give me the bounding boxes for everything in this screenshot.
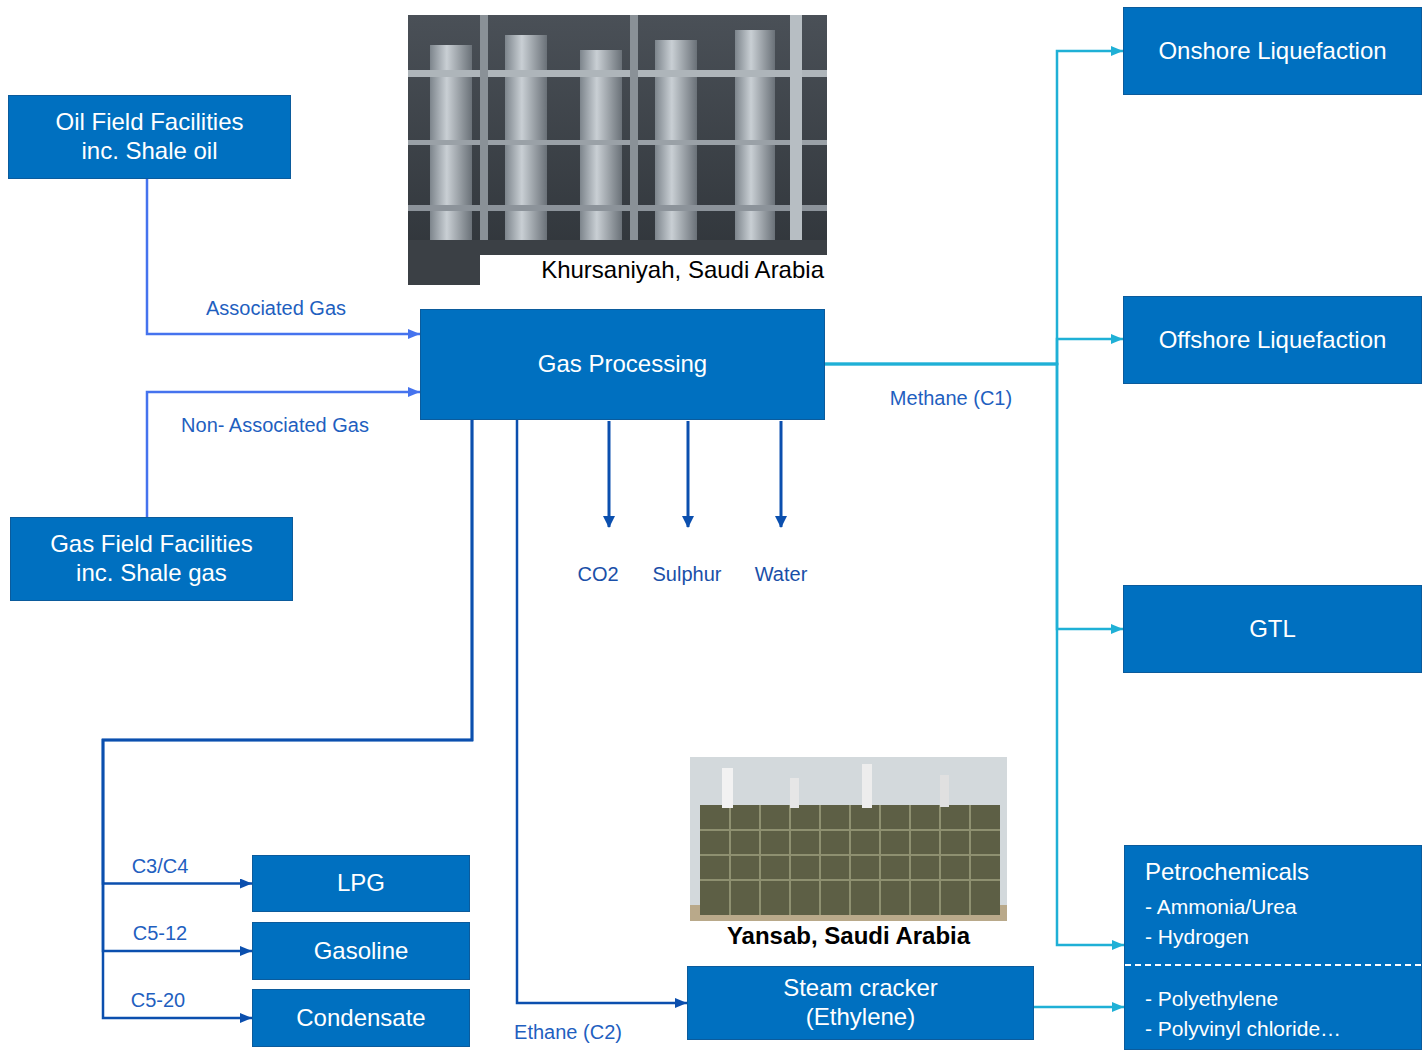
box-label: Gas Processing bbox=[538, 350, 707, 379]
connector-arrow bbox=[825, 364, 1123, 629]
edge-label: C3/C4 bbox=[129, 855, 192, 877]
list-item: - Ammonia/Urea bbox=[1145, 894, 1297, 919]
edge-label: Methane (C1) bbox=[887, 387, 1015, 409]
byproduct-arrows bbox=[609, 421, 781, 527]
product-box: Onshore Liquefaction bbox=[1123, 7, 1422, 95]
stack bbox=[862, 764, 872, 808]
source-box: Oil Field Facilities inc. Shale oil bbox=[8, 95, 291, 179]
scaffold-grid bbox=[700, 805, 1000, 915]
plant-structure bbox=[700, 805, 1000, 915]
connector-arrow bbox=[517, 420, 687, 1003]
product-box: Offshore Liquefaction bbox=[1123, 296, 1422, 384]
stack bbox=[790, 778, 799, 808]
stack bbox=[940, 775, 949, 807]
box-label: LPG bbox=[337, 869, 385, 898]
byproduct-label: CO2 bbox=[577, 563, 618, 585]
source-box: Gas Field Facilities inc. Shale gas bbox=[10, 517, 293, 601]
byproduct-label: Water bbox=[755, 563, 808, 585]
edge-label: Non- Associated Gas bbox=[178, 414, 372, 436]
pipe bbox=[408, 70, 827, 77]
edge-label: C5-12 bbox=[130, 922, 190, 944]
pipe bbox=[408, 205, 827, 211]
edge-label: Associated Gas bbox=[203, 297, 349, 319]
list-item: - Hydrogen bbox=[1145, 924, 1249, 949]
box-label: Offshore Liquefaction bbox=[1159, 326, 1387, 355]
box-heading: Petrochemicals bbox=[1145, 858, 1309, 887]
process-box: Gas Processing bbox=[420, 309, 825, 420]
output-arrow bbox=[608, 421, 611, 527]
edge-label: C5-20 bbox=[128, 989, 188, 1011]
product-box: LPG bbox=[252, 855, 470, 912]
photo-floor bbox=[408, 240, 827, 285]
box-label: GTL bbox=[1249, 615, 1296, 644]
list-item: - Polyethylene bbox=[1145, 986, 1278, 1011]
edge-label: Ethane (C2) bbox=[511, 1021, 625, 1043]
divider-line bbox=[1125, 964, 1421, 966]
list-item: - Polyvinyl chloride… bbox=[1145, 1016, 1341, 1041]
plant-photo bbox=[408, 15, 827, 285]
cracker-photo bbox=[690, 757, 1007, 950]
box-label: Onshore Liquefaction bbox=[1158, 37, 1386, 66]
column bbox=[580, 50, 622, 270]
photo-caption: Yansab, Saudi Arabia bbox=[690, 921, 1007, 951]
connector-arrow bbox=[147, 392, 420, 517]
pipe bbox=[408, 140, 827, 145]
output-arrow bbox=[780, 421, 783, 527]
column bbox=[735, 30, 775, 270]
box-label: Gas Field Facilities inc. Shale gas bbox=[39, 530, 264, 588]
photo-ground bbox=[408, 15, 827, 285]
stack bbox=[722, 768, 733, 808]
process-box: Steam cracker (Ethylene) bbox=[687, 966, 1034, 1040]
petrochemicals-box: Petrochemicals - Ammonia/Urea - Hydrogen - … bbox=[1124, 845, 1422, 1050]
connector-arrow bbox=[825, 364, 1124, 945]
connector-arrow bbox=[825, 51, 1123, 364]
column bbox=[430, 45, 472, 270]
product-box: Gasoline bbox=[252, 922, 470, 980]
box-label: Steam cracker (Ethylene) bbox=[773, 974, 948, 1032]
photo-caption: Khursaniyah, Saudi Arabia bbox=[480, 255, 827, 285]
connector-arrow bbox=[103, 420, 472, 951]
connector-arrow bbox=[103, 420, 472, 1018]
output-arrow bbox=[687, 421, 690, 527]
box-label: Oil Field Facilities inc. Shale oil bbox=[37, 108, 262, 166]
product-box: Condensate bbox=[252, 989, 470, 1047]
connector-arrow bbox=[825, 339, 1123, 364]
connector-arrow bbox=[103, 420, 472, 884]
product-box: GTL bbox=[1123, 585, 1422, 673]
box-label: Condensate bbox=[296, 1004, 425, 1033]
photo-sky bbox=[690, 757, 1007, 950]
byproduct-label: Sulphur bbox=[653, 563, 722, 585]
connector-arrow bbox=[1034, 1006, 1124, 1009]
box-label: Gasoline bbox=[314, 937, 409, 966]
connector-arrow bbox=[147, 179, 420, 334]
